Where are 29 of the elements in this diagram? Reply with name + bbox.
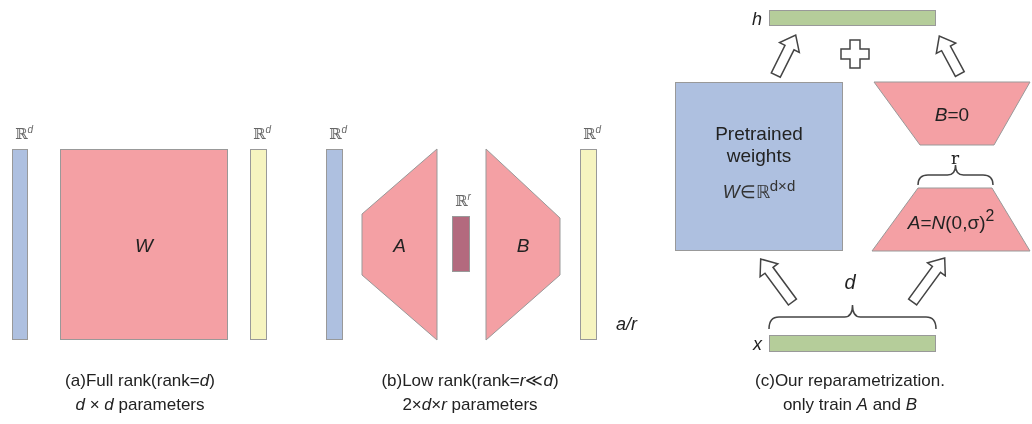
vector-label: ℝ$^{r}$ — [455, 192, 471, 209]
matrix-label: W — [135, 235, 153, 254]
brace-label: r — [950, 150, 960, 167]
scaling-label: a/r — [616, 315, 637, 333]
block-arrow — [907, 257, 947, 306]
caption-text: (a)Full rank(rank=d) — [65, 372, 215, 389]
vector-label: x — [753, 335, 762, 353]
block-arrow — [935, 34, 966, 78]
vector-label: ℝ$^{d}$ — [253, 125, 272, 142]
brace-label: d — [844, 272, 856, 292]
matrix-label: B — [516, 235, 530, 254]
vector-label: ℝ$^{d}$ — [15, 125, 34, 142]
matrix-label: A — [393, 235, 406, 254]
caption-text: 2×d×r parameters — [402, 396, 538, 413]
matrix-label: A=N(0,σ)$^{2}$ — [907, 207, 995, 232]
block-arrow — [759, 258, 798, 307]
block-arrow — [770, 33, 801, 79]
caption-text: only train A and B — [782, 396, 918, 413]
caption-text: (c)Our reparametrization. — [755, 372, 945, 389]
weight-matrix — [60, 149, 228, 340]
matrix-label: Pretrained weights — [714, 123, 804, 167]
matrix-label: B=0 — [934, 104, 970, 123]
weight-matrix — [675, 82, 843, 251]
caption-text: d × d parameters — [75, 396, 205, 413]
vector-label: ℝ$^{d}$ — [583, 125, 602, 142]
vector-label: h — [752, 10, 762, 28]
matrix-label: W∈ℝ$^{d×d}$ — [722, 178, 796, 201]
vector-label: ℝ$^{d}$ — [329, 125, 348, 142]
caption-text: (b)Low rank(rank=r≪d) — [381, 372, 559, 389]
